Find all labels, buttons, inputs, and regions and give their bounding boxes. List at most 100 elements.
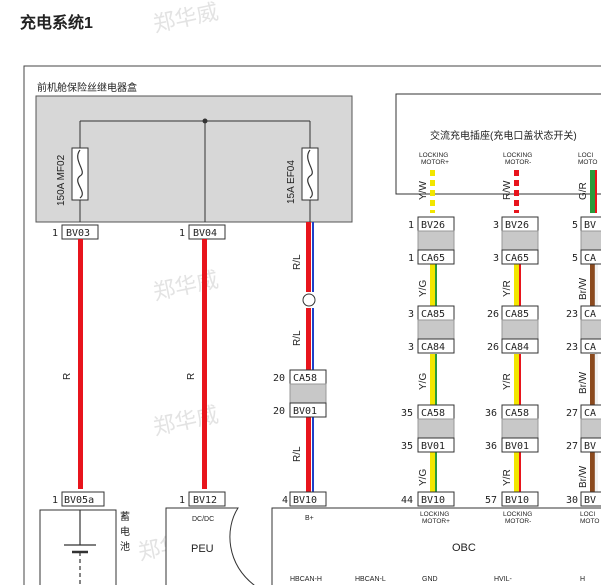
connector-pin: 23	[566, 342, 578, 353]
connector-pin: 35	[401, 408, 413, 419]
connector-separator	[417, 230, 455, 251]
wire-red-blue	[306, 222, 314, 492]
obc-bottom-pin: GND	[422, 576, 438, 583]
wire-color-label: Y/G	[418, 373, 429, 390]
wire-color-label: G/R	[578, 182, 589, 200]
wire-color-label: R/L	[292, 254, 303, 270]
obc-bottom-pin: HBCAN-H	[290, 576, 322, 583]
obc-label: OBC	[452, 542, 476, 554]
connector-pin: 5	[572, 253, 578, 264]
watermark: 郑华威	[151, 0, 221, 38]
peu-label: PEU	[191, 543, 214, 555]
connector-box	[417, 249, 455, 265]
wire-color-label: Y/G	[418, 469, 429, 486]
connector-name: BV03	[66, 228, 90, 239]
connector-separator	[580, 230, 601, 251]
connector-box	[580, 249, 601, 265]
connector-name: CA	[584, 408, 596, 419]
battery-icon	[64, 510, 96, 585]
connector-name: BV	[584, 441, 596, 452]
connector-pin: 1	[179, 495, 185, 506]
watermark: 郑华威	[151, 268, 221, 306]
connector-name: CA58	[293, 373, 317, 384]
peu-box	[165, 507, 256, 585]
pin-label: LOCKING	[503, 152, 532, 159]
connector-box	[289, 402, 327, 418]
connector-separator	[501, 418, 539, 439]
connector-name: CA84	[421, 342, 445, 353]
connector-separator	[417, 319, 455, 340]
connector-box	[580, 491, 601, 507]
pin-label: LOCKING	[419, 152, 448, 159]
connector-pin: 3	[493, 220, 499, 231]
wire-color-label: R/W	[502, 180, 513, 200]
pin-label: LOCI	[578, 152, 593, 159]
connector-name: CA65	[505, 253, 529, 264]
battery-box	[39, 509, 117, 585]
battery-label-char: 电	[120, 525, 130, 538]
battery-label-char: 蓄	[120, 511, 130, 523]
connector-box	[61, 491, 105, 507]
connector-name: CA84	[505, 342, 529, 353]
connector-name: BV12	[193, 495, 217, 506]
wire-green-red	[590, 170, 597, 213]
obc-pin-label: B+	[305, 515, 314, 522]
connector-pin: 1	[179, 228, 185, 239]
connector-pin: 3	[493, 253, 499, 264]
connector-pin: 36	[485, 441, 497, 452]
connector-name: BV05a	[64, 495, 94, 506]
connector-pin: 20	[273, 406, 285, 417]
connector-name: CA	[584, 342, 596, 353]
connector-pin: 3	[408, 309, 414, 320]
connector-name: BV26	[505, 220, 529, 231]
obc-bottom-pin: H	[580, 576, 585, 583]
connector-box	[417, 491, 455, 507]
connector-box	[417, 338, 455, 354]
wire-color-label: Y/G	[418, 280, 429, 297]
charge-port-box	[395, 93, 601, 195]
obc-pin-label: LOCI	[580, 511, 595, 518]
connector-pin: 36	[485, 408, 497, 419]
wire-brown-white	[590, 232, 598, 493]
connector-name: CA	[584, 309, 596, 320]
wire-color-label: Br/W	[578, 465, 589, 488]
connector-pin: 57	[485, 495, 497, 506]
connector-pin: 5	[572, 220, 578, 231]
connector-pin: 27	[566, 441, 578, 452]
connector-pin: 3	[408, 342, 414, 353]
fuse-box-junction	[202, 118, 208, 124]
pin-label: MOTO	[578, 159, 597, 166]
connector-pin: 1	[408, 253, 414, 264]
watermark: 郑华威	[151, 403, 221, 441]
connector-pin: 1	[52, 495, 58, 506]
connector-box	[417, 437, 455, 453]
connector-name: CA	[584, 253, 596, 264]
pin-label: MOTOR-	[505, 159, 531, 166]
battery-label-char: 池	[120, 540, 130, 553]
pin-label: MOTOR+	[421, 159, 449, 166]
wire-red	[78, 239, 83, 489]
connector-separator	[501, 319, 539, 340]
connector-pin: 44	[401, 495, 413, 506]
obc-pin-label: MOTOR+	[422, 518, 450, 525]
wire-color-label: Br/W	[578, 371, 589, 394]
wire-color-label: Y/R	[502, 280, 513, 297]
wire-color-label: R	[186, 373, 197, 380]
obc-pin-label: LOCKING	[420, 511, 449, 518]
connector-pin: 1	[52, 228, 58, 239]
connector-separator	[501, 230, 539, 251]
connector-separator	[417, 418, 455, 439]
page-title: 充电系统1	[20, 13, 93, 32]
connector-pin: 35	[401, 441, 413, 452]
wire-color-label: Y/R	[502, 469, 513, 486]
connector-separator	[580, 319, 601, 340]
connector-name: BV01	[505, 441, 529, 452]
fuse-box	[35, 95, 353, 223]
connector-box	[501, 249, 539, 265]
wire-yellow-white	[430, 170, 435, 213]
wire-color-label: R/L	[292, 330, 303, 346]
connector-pin: 1	[408, 220, 414, 231]
connector-pin: 23	[566, 309, 578, 320]
connector-name: BV04	[193, 228, 217, 239]
connector-name: BV10	[421, 495, 445, 506]
